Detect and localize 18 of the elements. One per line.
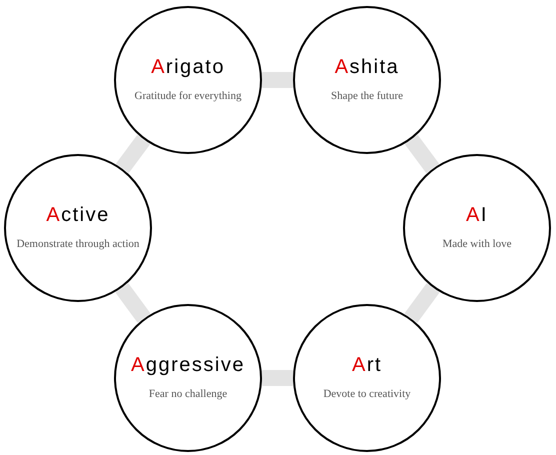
connector-band — [262, 370, 293, 386]
node-subtitle: Shape the future — [330, 89, 404, 104]
connector-band — [116, 134, 150, 174]
connector-band — [262, 72, 293, 88]
node-subtitle: Demonstrate through action — [16, 237, 140, 252]
node-title: Ashita — [334, 55, 400, 80]
node-subtitle: Made with love — [442, 237, 512, 252]
node-subtitle: Devote to creativity — [323, 387, 411, 402]
node-subtitle: Gratitude for everything — [134, 89, 242, 104]
connector-band — [404, 282, 440, 324]
node-title: Art — [352, 353, 382, 378]
connector-band — [404, 134, 440, 174]
node-title: Aggressive — [131, 353, 245, 378]
node-title: AI — [466, 203, 488, 228]
node-title: Arigato — [151, 55, 225, 80]
connector-band — [115, 282, 151, 324]
node-title: Active — [46, 203, 110, 228]
node-subtitle: Fear no challenge — [148, 387, 228, 402]
